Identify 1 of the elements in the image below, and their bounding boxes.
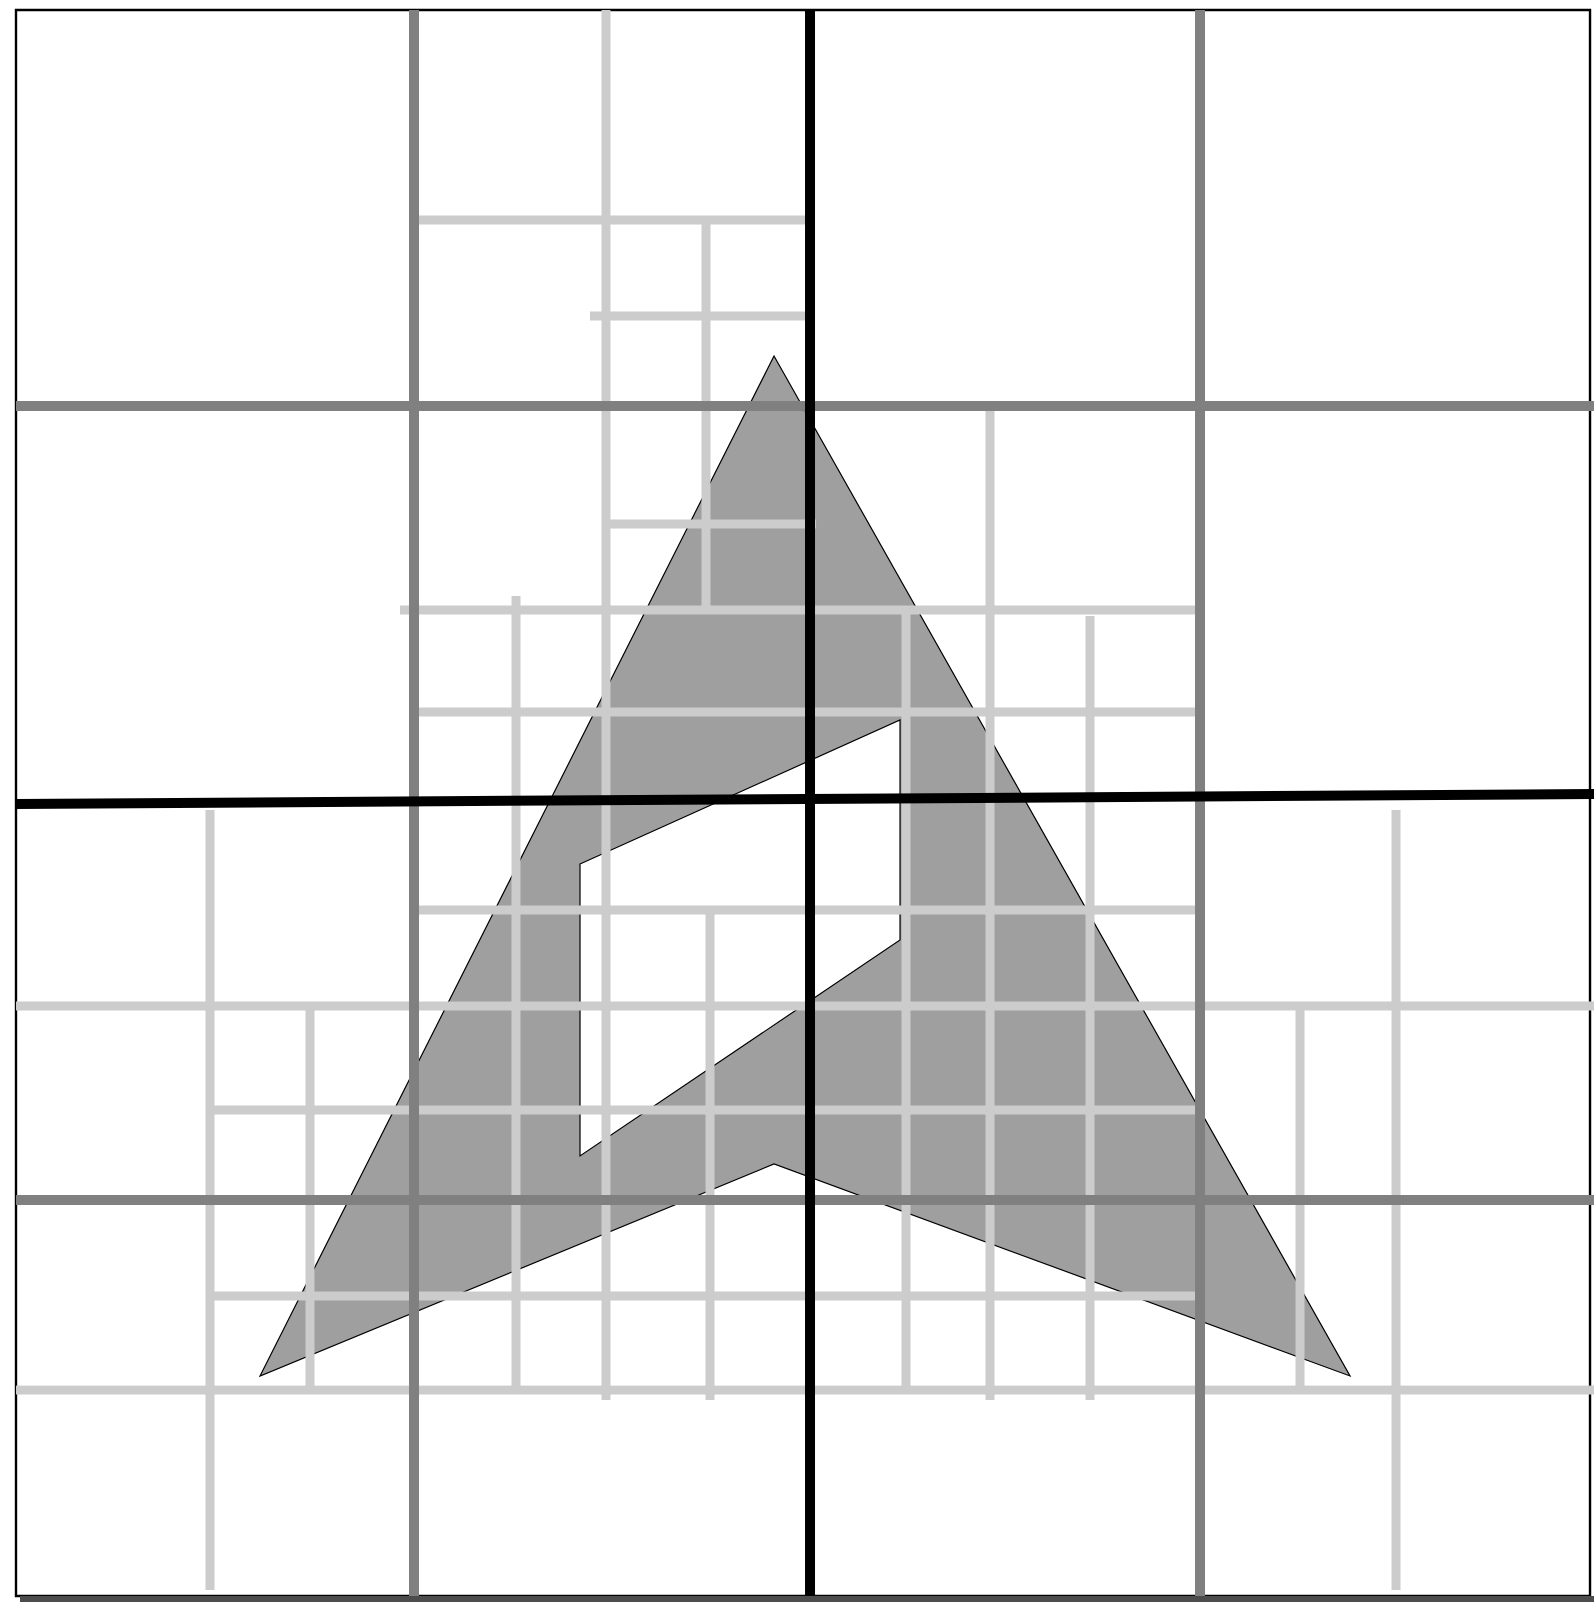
arrowhead-polygon <box>259 355 1352 1378</box>
